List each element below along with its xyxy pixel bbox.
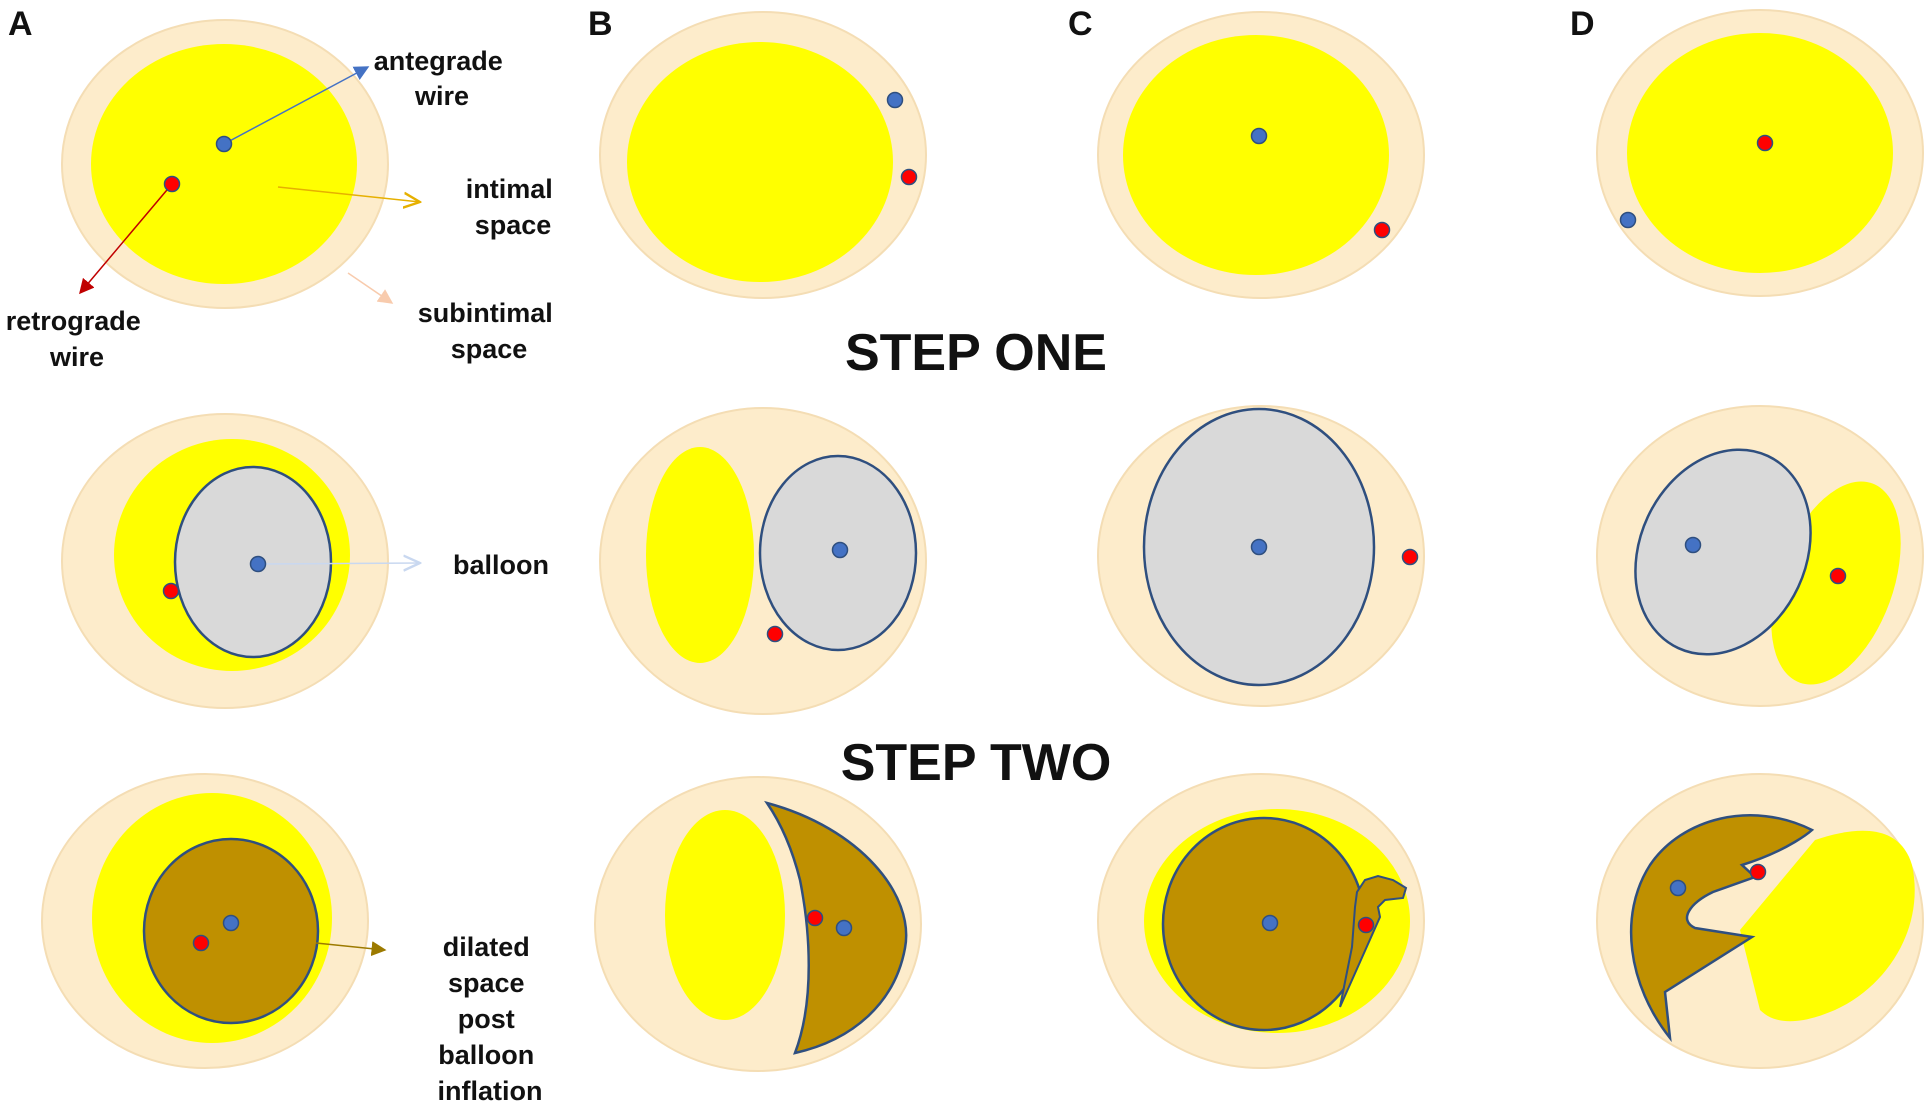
balloon-arrow bbox=[257, 563, 420, 564]
retrograde-wire bbox=[1357, 916, 1375, 934]
vessel-b-step-two bbox=[594, 776, 922, 1072]
panel-label-b: B bbox=[588, 5, 613, 43]
retrograde-wire bbox=[1756, 134, 1774, 152]
antegrade-wire bbox=[1684, 536, 1702, 554]
intimal-arrow bbox=[277, 186, 420, 202]
panel-label-d: D bbox=[1570, 5, 1595, 43]
retrograde-wire bbox=[1401, 548, 1419, 566]
dilated-space-arrow bbox=[315, 941, 387, 957]
dilated-space-label: dilated space post balloon inflation bbox=[438, 932, 543, 1105]
antegrade-wire bbox=[215, 135, 233, 153]
subintimal-arrow bbox=[347, 272, 394, 304]
dilated-space-extension bbox=[1339, 874, 1408, 1008]
antegrade-wire-label: antegrade wire bbox=[374, 46, 511, 111]
retrograde-wire bbox=[806, 909, 824, 927]
vessel-c-initial bbox=[1097, 11, 1425, 299]
antegrade-wire bbox=[1250, 127, 1268, 145]
retrograde-wire bbox=[163, 175, 181, 193]
vessel-a-step-two bbox=[41, 773, 387, 1069]
retrograde-wire bbox=[900, 168, 918, 186]
vessel-d-initial bbox=[1596, 9, 1924, 297]
vessel-b-initial bbox=[599, 11, 927, 299]
balloon-label: balloon bbox=[453, 550, 549, 580]
intimal-space-label: intimal space bbox=[466, 174, 561, 240]
step-one-title: STEP ONE bbox=[845, 324, 1107, 382]
panel-label-c: C bbox=[1068, 5, 1093, 43]
retrograde-arrow bbox=[79, 183, 173, 295]
antegrade-wire bbox=[222, 914, 240, 932]
antegrade-wire bbox=[835, 919, 853, 937]
antegrade-wire bbox=[1669, 879, 1687, 897]
antegrade-wire bbox=[886, 91, 904, 109]
vessel-a-initial bbox=[61, 19, 420, 309]
subintimal-space-label: subintimal space bbox=[418, 298, 561, 364]
antegrade-wire bbox=[249, 555, 267, 573]
antegrade-wire bbox=[1250, 538, 1268, 556]
vessel-c-step-one bbox=[1097, 405, 1425, 707]
vessel-c-step-two bbox=[1097, 773, 1425, 1069]
vessel-b-step-one bbox=[599, 407, 927, 715]
antegrade-wire bbox=[831, 541, 849, 559]
antegrade-arrow bbox=[223, 66, 370, 145]
dilated-space bbox=[1629, 814, 1815, 1043]
retrograde-wire bbox=[766, 625, 784, 643]
vessel-d-step-one bbox=[1596, 405, 1924, 707]
vessel-d-step-two bbox=[1596, 773, 1924, 1069]
antegrade-wire bbox=[1261, 914, 1279, 932]
retrograde-wire bbox=[1373, 221, 1391, 239]
balloon bbox=[1634, 448, 1812, 656]
vessel-a-step-one bbox=[61, 413, 420, 709]
retrograde-wire bbox=[1829, 567, 1847, 585]
retrograde-wire bbox=[192, 934, 210, 952]
retrograde-wire bbox=[162, 582, 180, 600]
panel-label-a: A bbox=[8, 5, 33, 43]
antegrade-wire bbox=[1619, 211, 1637, 229]
step-two-title: STEP TWO bbox=[841, 734, 1112, 792]
retrograde-wire bbox=[1749, 863, 1767, 881]
retrograde-wire-label: retrograde wire bbox=[6, 306, 149, 372]
